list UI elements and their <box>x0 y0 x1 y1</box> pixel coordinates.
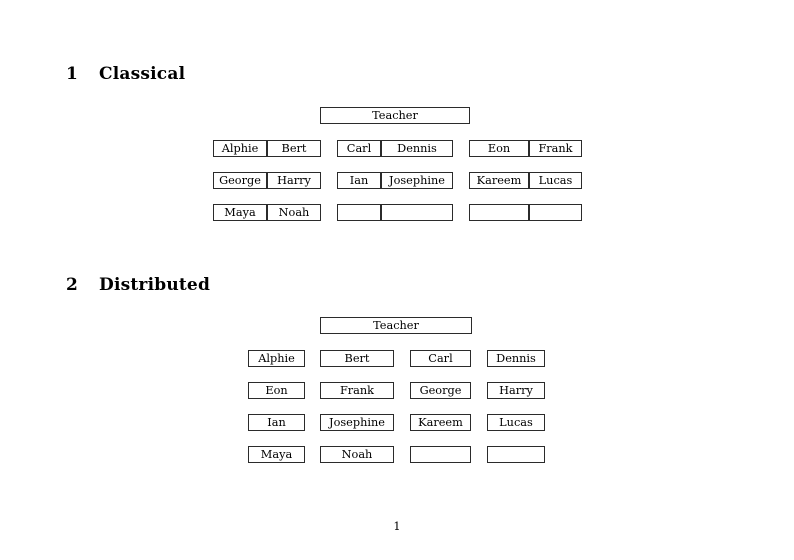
table-row: George Harry <box>213 172 321 189</box>
name-cell: Josephine <box>381 172 453 189</box>
list-item: Harry <box>487 382 545 399</box>
name-cell: Josephine <box>320 414 394 431</box>
list-item: Lucas <box>487 414 545 431</box>
name-cell: Harry <box>267 172 321 189</box>
table-row: Maya Noah <box>213 204 321 221</box>
name-cell: Dennis <box>381 140 453 157</box>
name-cell-empty <box>337 204 381 221</box>
name-cell: Harry <box>487 382 545 399</box>
table-row: Ian Josephine <box>337 172 453 189</box>
name-cell: Kareem <box>469 172 529 189</box>
name-cell: Maya <box>248 446 305 463</box>
name-cell-empty <box>469 204 529 221</box>
list-item <box>410 446 471 463</box>
name-cell-empty <box>529 204 582 221</box>
section-title: Distributed <box>99 275 211 295</box>
name-cell: Eon <box>469 140 529 157</box>
table-row <box>469 204 582 221</box>
list-item: Ian <box>248 414 305 431</box>
name-cell: George <box>410 382 471 399</box>
name-cell: Lucas <box>487 414 545 431</box>
name-cell-empty <box>410 446 471 463</box>
teacher-box-distributed: Teacher <box>320 317 472 334</box>
section-heading-distributed: 2 Distributed <box>66 275 210 295</box>
list-item: Bert <box>320 350 394 367</box>
name-cell: Carl <box>410 350 471 367</box>
name-cell: Carl <box>337 140 381 157</box>
name-cell-empty <box>487 446 545 463</box>
list-item: Dennis <box>487 350 545 367</box>
name-cell: Frank <box>320 382 394 399</box>
section-number: 2 <box>66 275 79 295</box>
section-heading-classical: 1 Classical <box>66 64 185 84</box>
name-cell: Alphie <box>213 140 267 157</box>
table-row: Alphie Bert <box>213 140 321 157</box>
list-item: Noah <box>320 446 394 463</box>
name-cell: Kareem <box>410 414 471 431</box>
list-item: Carl <box>410 350 471 367</box>
list-item: Frank <box>320 382 394 399</box>
name-cell: Bert <box>267 140 321 157</box>
table-row <box>337 204 453 221</box>
name-cell: Frank <box>529 140 582 157</box>
list-item: Eon <box>248 382 305 399</box>
table-row: Eon Frank <box>469 140 582 157</box>
name-cell-empty <box>381 204 453 221</box>
list-item: Josephine <box>320 414 394 431</box>
teacher-box-classical: Teacher <box>320 107 470 124</box>
name-cell: Eon <box>248 382 305 399</box>
table-row: Kareem Lucas <box>469 172 582 189</box>
list-item: Kareem <box>410 414 471 431</box>
name-cell: George <box>213 172 267 189</box>
page-number: 1 <box>393 520 401 533</box>
name-cell: Maya <box>213 204 267 221</box>
list-item: Maya <box>248 446 305 463</box>
name-cell: Dennis <box>487 350 545 367</box>
name-cell: Alphie <box>248 350 305 367</box>
name-cell: Noah <box>267 204 321 221</box>
name-cell: Noah <box>320 446 394 463</box>
name-cell: Bert <box>320 350 394 367</box>
list-item: George <box>410 382 471 399</box>
name-cell: Ian <box>337 172 381 189</box>
name-cell: Ian <box>248 414 305 431</box>
list-item <box>487 446 545 463</box>
section-number: 1 <box>66 64 79 84</box>
section-title: Classical <box>99 64 186 84</box>
table-row: Carl Dennis <box>337 140 453 157</box>
list-item: Alphie <box>248 350 305 367</box>
name-cell: Lucas <box>529 172 582 189</box>
